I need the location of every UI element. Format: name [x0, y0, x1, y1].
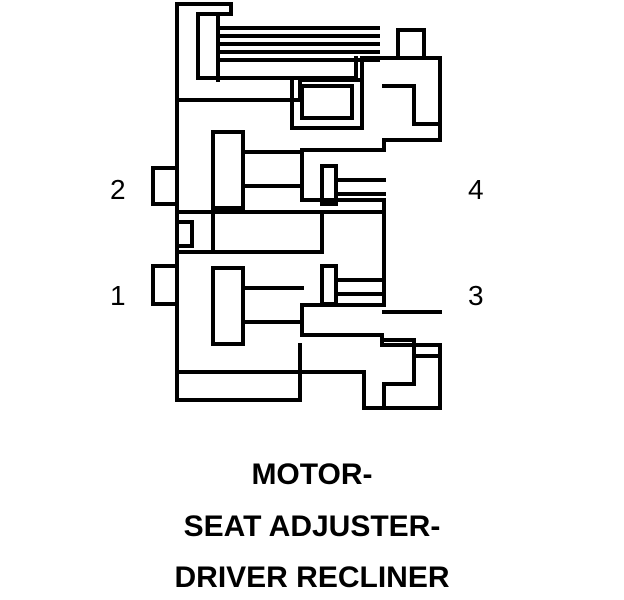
- pin1-terminal-rail: [241, 286, 304, 324]
- pin-label-1: 1: [110, 280, 126, 311]
- caption-line-1: MOTOR-: [251, 458, 373, 491]
- pin3-terminal-block: [320, 264, 338, 306]
- pin1-side-tab: [151, 264, 179, 306]
- top-rails: [196, 16, 380, 82]
- pin4-terminal-rail: [334, 178, 386, 196]
- caption-line-3: DRIVER RECLINER: [174, 561, 450, 594]
- pin2-terminal-block: [211, 130, 245, 210]
- top-inner-block: [290, 78, 364, 130]
- pin-label-4: 4: [468, 174, 484, 205]
- center-side-tab: [175, 220, 194, 248]
- center-cavity: [175, 210, 386, 254]
- pin4-terminal-block: [320, 164, 338, 206]
- right-channel-top: [382, 84, 442, 126]
- right-channel-bottom: [382, 310, 442, 410]
- pin2-side-tab: [151, 166, 179, 206]
- top-latch: [175, 2, 233, 102]
- top-tab: [396, 28, 426, 60]
- pin1-terminal-block: [211, 266, 245, 346]
- pin-label-3: 3: [468, 280, 484, 311]
- pin-label-2: 2: [110, 174, 126, 205]
- pin3-terminal-rail: [334, 278, 386, 296]
- pin2-terminal-rail: [241, 150, 304, 188]
- connector-body-outline: [175, 56, 442, 410]
- caption-line-2: SEAT ADJUSTER-: [183, 510, 441, 543]
- lower-band: [175, 343, 302, 374]
